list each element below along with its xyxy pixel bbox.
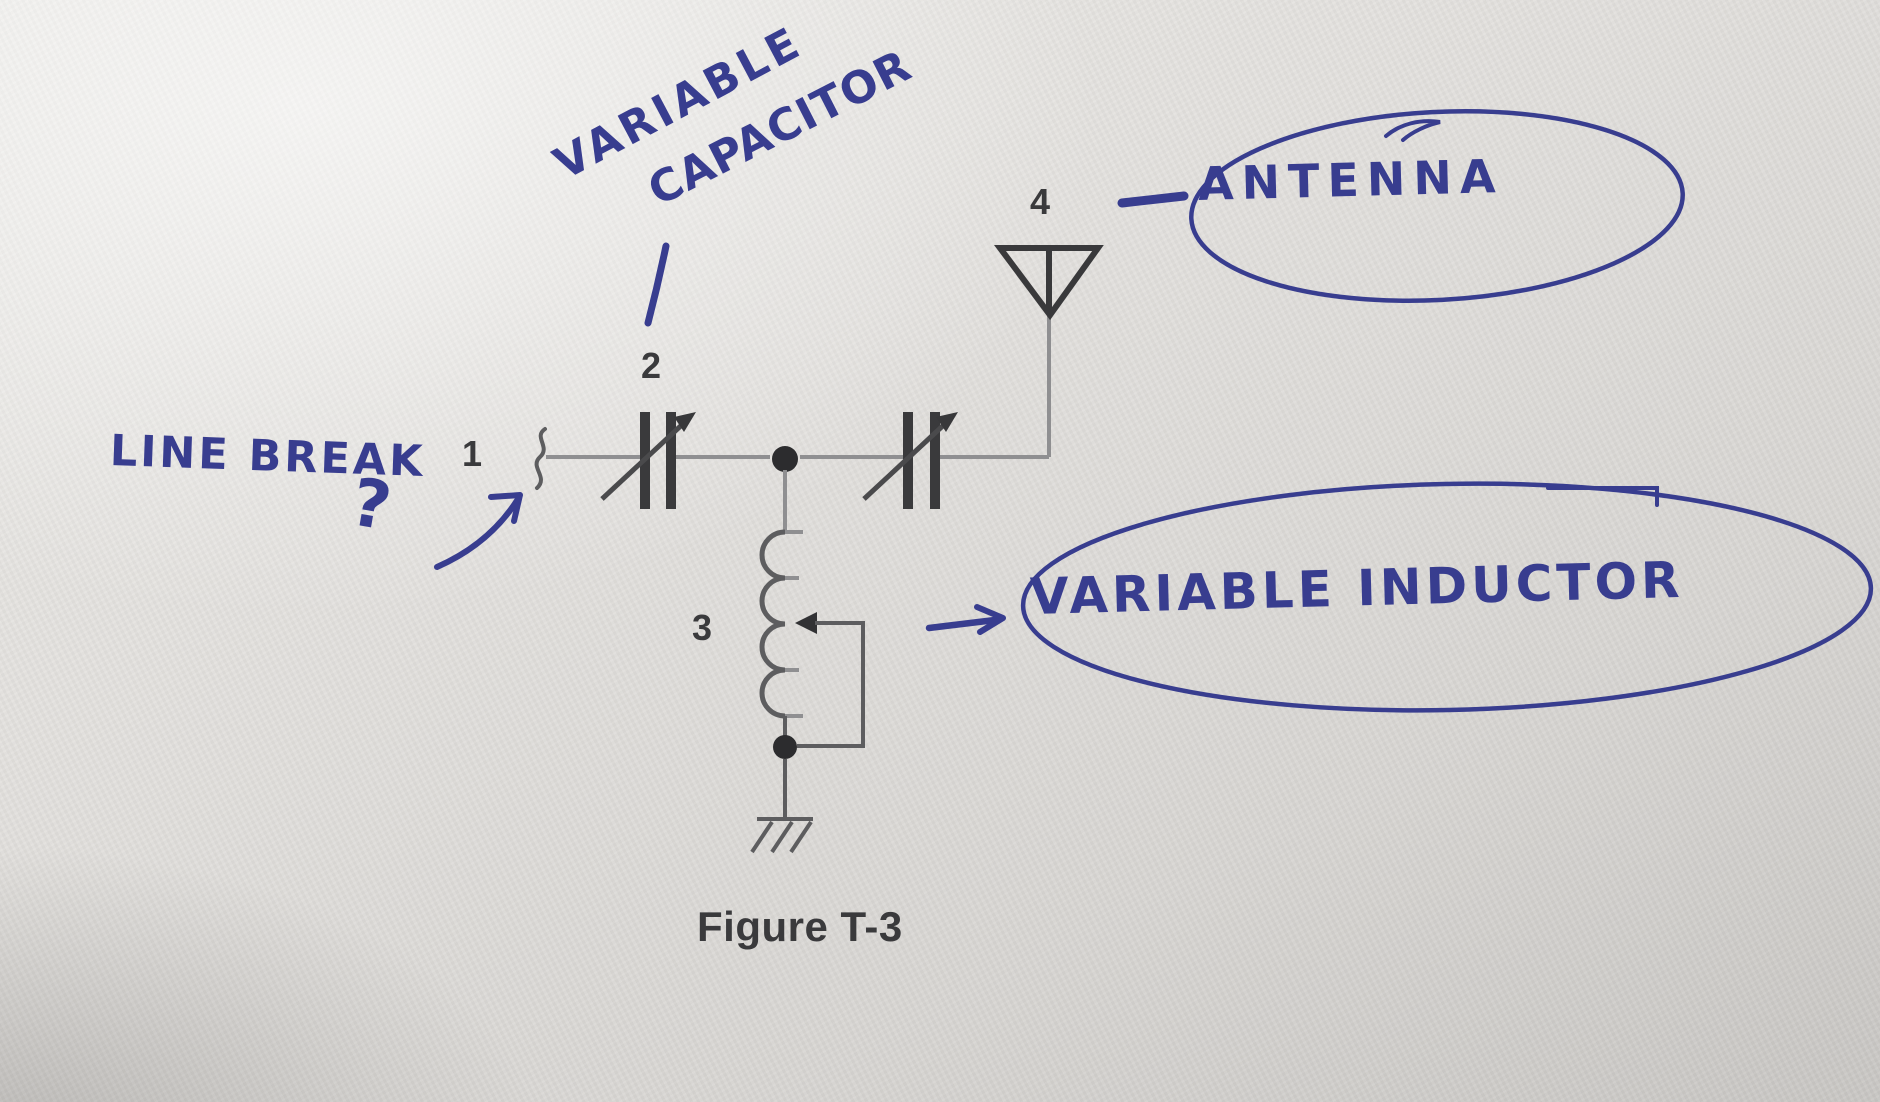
tap-bracket-wire bbox=[797, 621, 865, 748]
ground-symbol bbox=[750, 759, 813, 854]
ground-hatches bbox=[750, 820, 813, 854]
line-break-arrow-head bbox=[488, 492, 523, 524]
bottom-junction-dot bbox=[773, 735, 797, 759]
inductor-arrow-shaft bbox=[925, 616, 999, 632]
terminal-1-label: 1 bbox=[462, 433, 483, 474]
antenna-circle-hook bbox=[1384, 119, 1441, 142]
tap-arrow-head bbox=[795, 612, 817, 634]
antenna-4-label: 4 bbox=[1030, 181, 1051, 222]
capacitor-pointer-line bbox=[644, 242, 670, 327]
antenna-triangle bbox=[994, 245, 1104, 321]
antenna-symbol bbox=[994, 245, 1104, 321]
inductor-coil bbox=[759, 529, 786, 719]
variable-arrow-head bbox=[674, 412, 696, 432]
variable-arrow-shaft bbox=[862, 419, 950, 501]
capacitor-plates bbox=[903, 412, 940, 509]
inductor-3-label: 3 bbox=[692, 607, 713, 648]
inductor-circle-notch bbox=[1546, 486, 1659, 507]
variable-arrow-shaft bbox=[600, 419, 688, 501]
variable-arrow-head bbox=[936, 412, 958, 432]
printed-circuit bbox=[534, 245, 1104, 854]
antenna-annotation: ANTENNA bbox=[1197, 149, 1505, 211]
variable-capacitor-right-symbol bbox=[862, 412, 958, 509]
hand-ink-strokes bbox=[434, 109, 1874, 713]
antenna-dash bbox=[1117, 191, 1189, 208]
line-break-symbol bbox=[534, 427, 547, 490]
capacitor-2-label: 2 bbox=[641, 345, 662, 386]
figure-caption: Figure T-3 bbox=[697, 903, 903, 950]
junction-dot bbox=[772, 446, 798, 472]
inductor-circle bbox=[1020, 481, 1874, 713]
variable-capacitor-2-symbol bbox=[600, 412, 696, 509]
line-break-arrow-shaft bbox=[434, 496, 521, 570]
inductor-arrow-head bbox=[974, 604, 1006, 635]
antenna-circle bbox=[1189, 109, 1685, 303]
inductor-tap bbox=[795, 612, 865, 748]
coil-turn-stubs bbox=[785, 530, 803, 718]
capacitor-plates bbox=[640, 412, 676, 509]
variable-inductor-3-symbol bbox=[759, 470, 803, 736]
